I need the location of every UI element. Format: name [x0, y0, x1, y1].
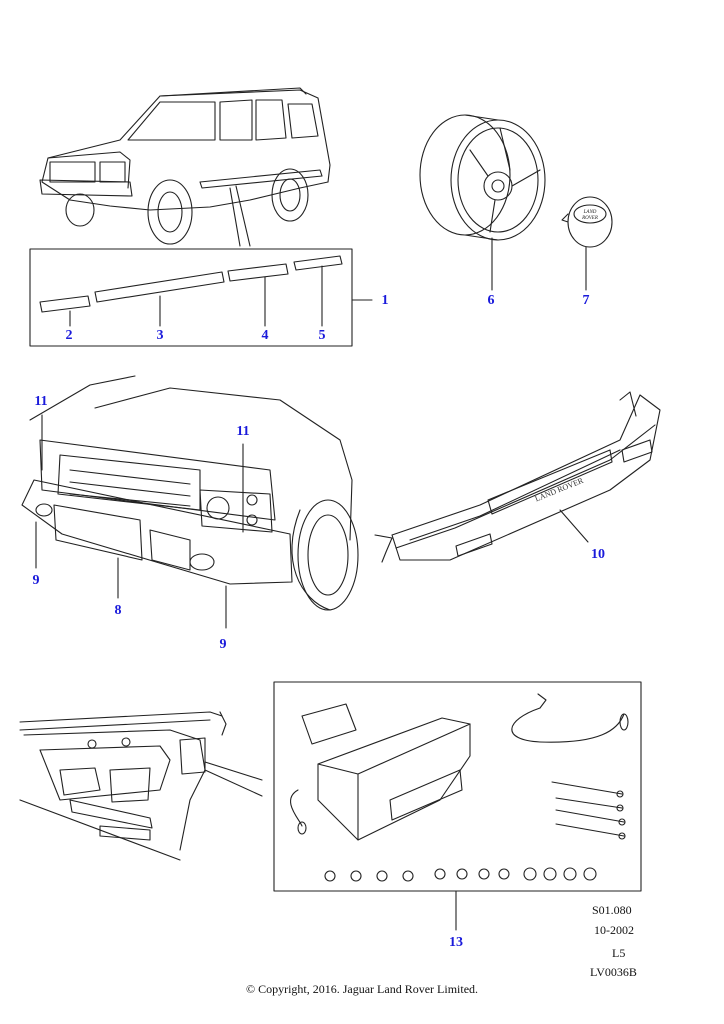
- reference-level: L5: [612, 946, 626, 960]
- wheel-cap-logo-line2: ROVER: [581, 216, 598, 221]
- rear-bumper-illustration: [374, 391, 661, 563]
- callout-3: 3: [156, 328, 164, 343]
- moulding-parts-box: [29, 248, 373, 347]
- callout-9-left: 9: [32, 573, 40, 588]
- callout-9-right: 9: [219, 637, 227, 652]
- callout-7: 7: [582, 293, 590, 308]
- callout-1: 1: [381, 293, 389, 308]
- reference-date: 10-2002: [594, 923, 634, 937]
- electronics-kit-box: [273, 681, 642, 931]
- callout-13: 13: [449, 935, 463, 950]
- copyright-notice: © Copyright, 2016. Jaguar Land Rover Lim…: [245, 982, 479, 996]
- callout-2: 2: [65, 328, 73, 343]
- wheel-cap-logo-line1: LAND: [583, 210, 597, 215]
- wheel-cap-logo: LAND ROVER: [581, 210, 598, 221]
- callout-10: 10: [591, 547, 605, 562]
- callout-8: 8: [114, 603, 122, 618]
- hitch-illustration: [19, 711, 263, 861]
- reference-code: S01.080: [592, 903, 632, 917]
- callout-6: 6: [487, 293, 495, 308]
- callout-4: 4: [261, 328, 269, 343]
- wheel-illustration: [419, 114, 546, 291]
- front-bumper-illustration: [21, 375, 359, 629]
- callout-11-left: 11: [34, 394, 48, 409]
- wheel-cap-illustration: [561, 196, 613, 291]
- callout-11-right: 11: [236, 424, 250, 439]
- vehicle-illustration: [39, 87, 331, 247]
- reference-drawing: LV0036B: [590, 965, 637, 979]
- callout-5: 5: [318, 328, 326, 343]
